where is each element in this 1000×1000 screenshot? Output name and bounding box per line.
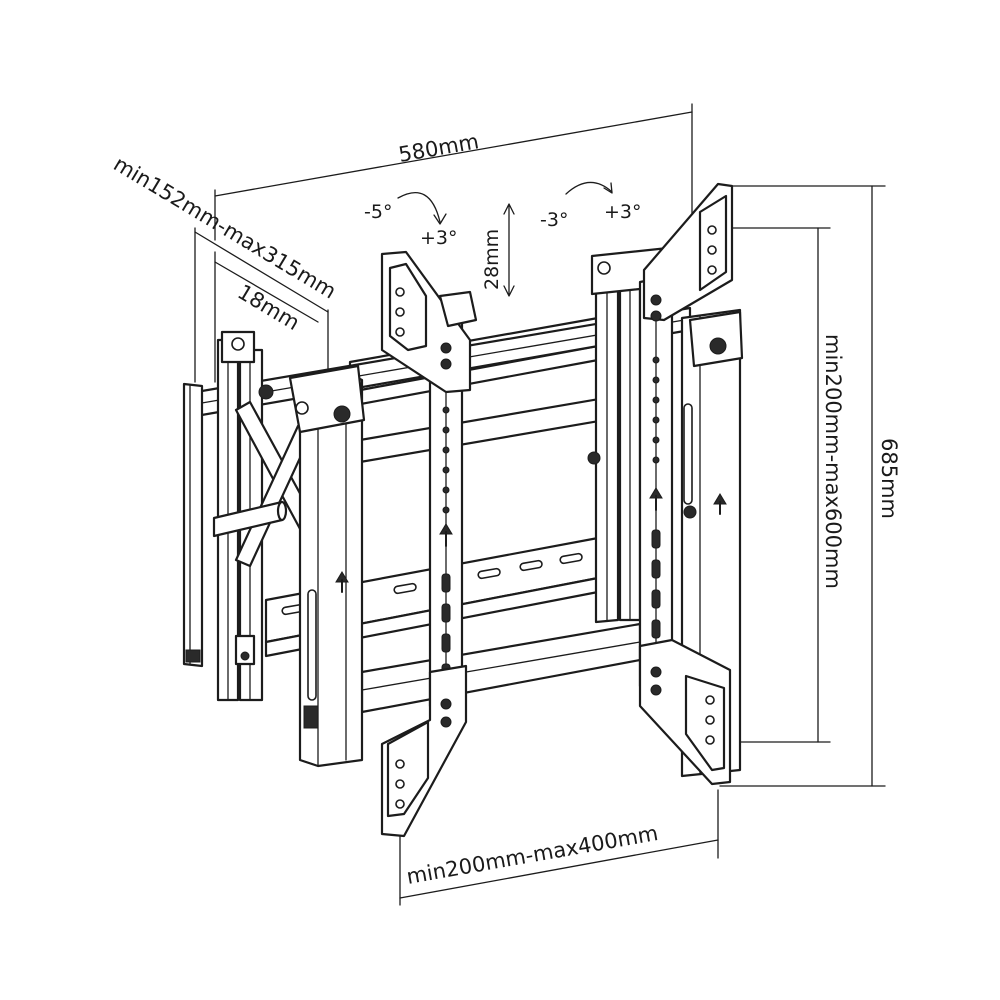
right-screen-arm — [638, 182, 734, 786]
left-column-knob — [333, 405, 351, 423]
depth-range-label: min152mm-max315mm — [109, 152, 340, 304]
left-front-column — [288, 364, 366, 768]
left-knob — [258, 384, 274, 400]
horizontal-range-label: min200mm-max400mm — [405, 821, 660, 889]
hrange-dimension-line — [399, 839, 719, 899]
right-knob — [587, 451, 601, 465]
height-label: 685mm — [877, 438, 901, 519]
vertical-adjust-label: 28mm — [481, 229, 503, 290]
tilt-left-negative-label: -5° — [364, 201, 392, 223]
offset-label: 18mm — [233, 280, 303, 335]
offset-dimension-line — [214, 261, 319, 323]
dimension-lines — [194, 103, 886, 906]
tilt-arc-right — [565, 181, 613, 195]
vertical-adjust-arrow-up — [503, 203, 515, 215]
right-arm-holes — [651, 356, 661, 639]
vertical-range-label: min200mm-max600mm — [821, 334, 845, 589]
left-lower-clamp — [234, 634, 256, 666]
left-wall-plate — [182, 382, 204, 668]
vertical-adjust-arrow-down — [503, 285, 515, 297]
width-dimension-line — [214, 111, 693, 197]
left-top-bracket — [438, 290, 478, 328]
left-screen-arm — [380, 250, 478, 838]
left-bottom-plate-inner — [386, 720, 430, 818]
tilt-arc-left-arrow — [433, 213, 447, 225]
tilt-arc-right-arrow — [603, 182, 613, 194]
tilt-right-positive-label: +3° — [604, 201, 642, 223]
left-column-top-block — [288, 364, 366, 434]
right-top-plate-inner — [698, 194, 728, 292]
left-column-slot — [307, 589, 317, 701]
depth-dimension-line — [194, 231, 329, 313]
tilt-left-positive-label: +3° — [420, 227, 458, 249]
lower-rail-slots — [281, 552, 583, 616]
tilt-right-negative-label: -3° — [540, 209, 568, 231]
bottom-wall-plate — [360, 622, 642, 714]
width-label: 580mm — [397, 129, 481, 167]
tilt-arc-left — [397, 192, 441, 223]
